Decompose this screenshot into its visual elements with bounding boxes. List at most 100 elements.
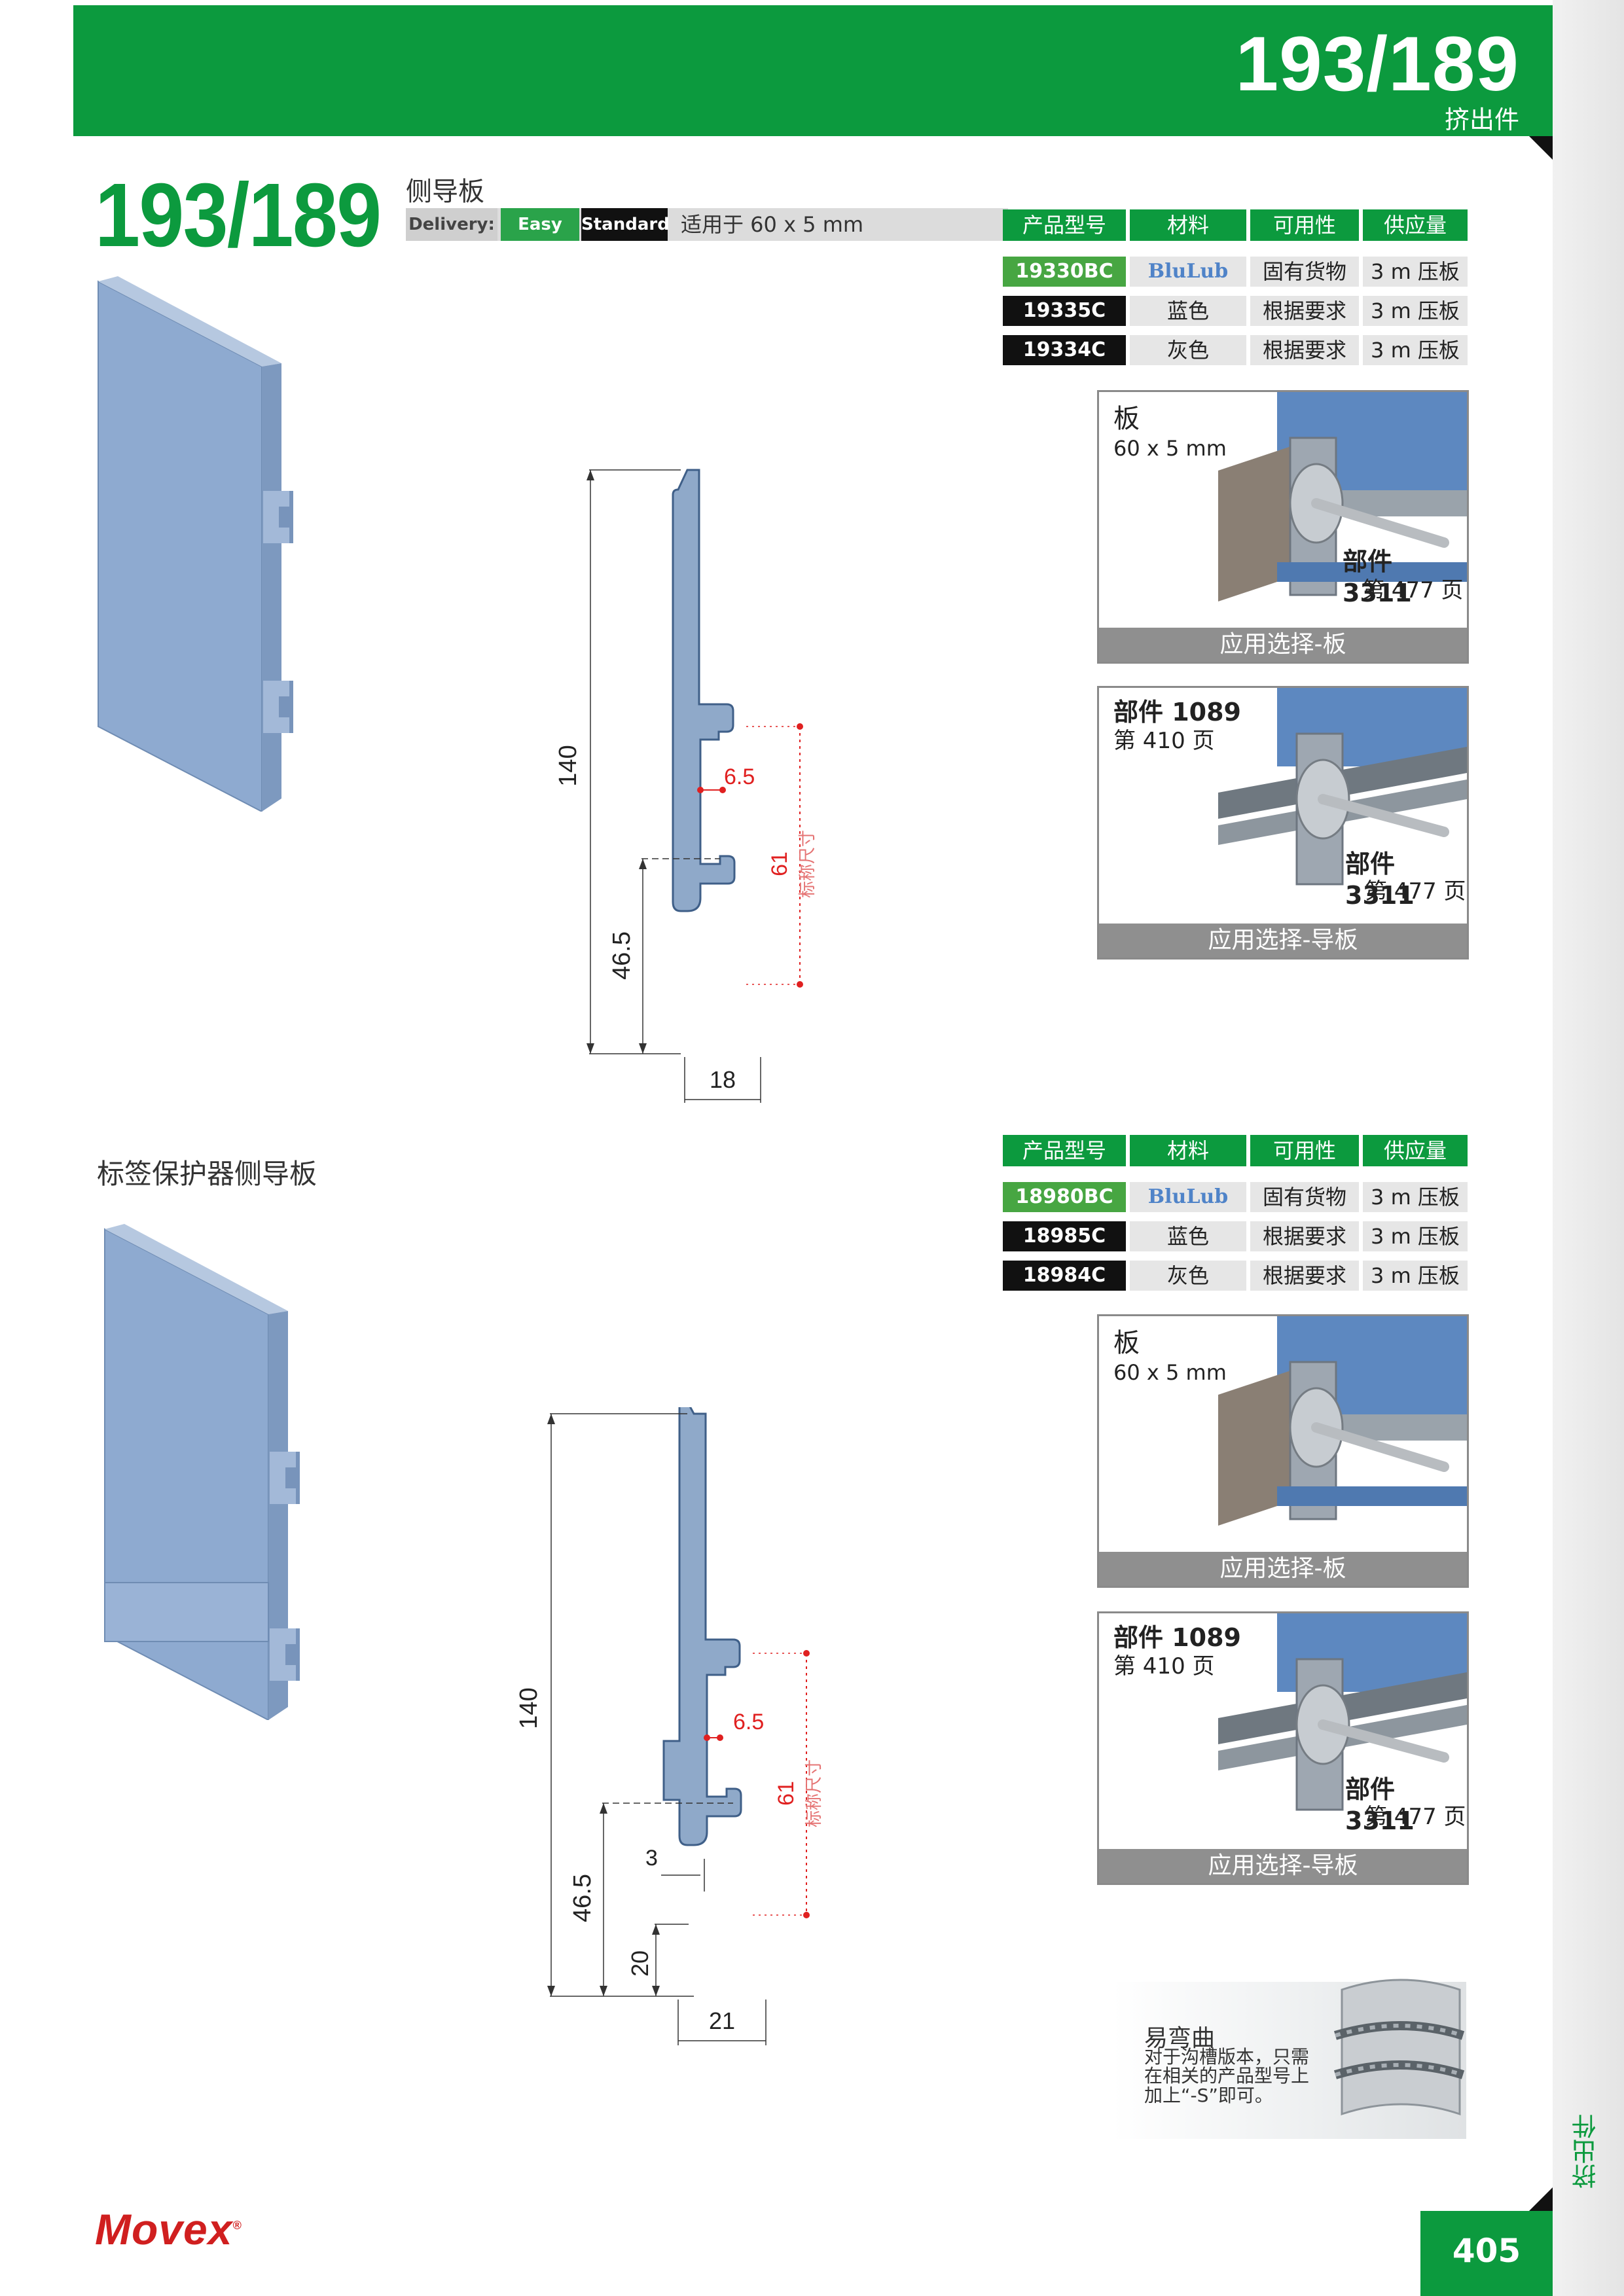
dim-ledge-label: 20	[626, 1950, 653, 1977]
delivery-standard-badge: Standard	[581, 208, 670, 241]
main-title: 193/189	[95, 165, 382, 266]
header-code: 193/189	[1235, 21, 1519, 107]
row-material-blulub: BluLub	[1130, 257, 1246, 287]
row-supply: 3 m 压板	[1363, 335, 1468, 365]
row-supply: 3 m 压板	[1363, 296, 1468, 326]
side-rail	[1553, 0, 1624, 2296]
row-availability: 固有货物	[1250, 257, 1359, 287]
profile-drawing-1: 140 46.5 18 61 标称尺寸 6.5	[554, 469, 817, 1103]
dim-lower-label: 46.5	[608, 931, 636, 980]
row-supply: 3 m 压板	[1363, 1182, 1468, 1212]
application-box-guide: 部件 1089 第 410 页 部件 3311 第 477 页 应用选择-导板	[1097, 686, 1469, 960]
row-code: 19330BC	[1003, 257, 1126, 287]
dim-height-label: 140	[554, 745, 582, 786]
header-corner	[1529, 136, 1553, 160]
dim-width-label: 18	[710, 1066, 736, 1093]
application-box-plate: 板 60 x 5 mm 应用选择-板	[1097, 1314, 1469, 1588]
dim-groove-label: 6.5	[724, 764, 755, 789]
product-3d-image-2	[104, 1224, 300, 1720]
row-supply: 3 m 压板	[1363, 1261, 1468, 1291]
app-plate-spec: 60 x 5 mm	[1113, 436, 1227, 461]
dim-groove-label: 6.5	[733, 1710, 764, 1734]
dim-width-label: 21	[709, 2007, 735, 2034]
app-caption: 应用选择-导板	[1099, 924, 1467, 958]
row-code: 18980BC	[1003, 1182, 1126, 1212]
app-caption: 应用选择-导板	[1099, 1849, 1467, 1883]
row-material: 灰色	[1130, 1261, 1246, 1291]
profile-drawing-2: 140 46.5 3 20 21 61 标称尺寸 6.5	[517, 1407, 823, 2045]
side-label: 挤出件	[1572, 2114, 1600, 2189]
app-part2: 部件 3311	[1345, 1775, 1415, 1835]
bend-illustration	[1333, 1979, 1465, 2116]
th-supply: 供应量	[1363, 209, 1468, 241]
delivery-easy-badge: Easy	[501, 208, 579, 241]
app-page1: 第 410 页	[1113, 1653, 1215, 1679]
section2-title: 标签保护器侧导板	[97, 1158, 317, 1190]
app-page1: 第 410 页	[1113, 728, 1215, 754]
th-material: 材料	[1130, 209, 1246, 241]
app-page2: 第 477 页	[1365, 878, 1466, 905]
row-code: 18985C	[1003, 1221, 1126, 1251]
plate-application-illustration	[1218, 392, 1467, 601]
row-code: 19334C	[1003, 335, 1126, 365]
delivery-fit-text: 适用于 60 x 5 mm	[681, 212, 864, 237]
app-part2: 部件 3311	[1345, 850, 1415, 910]
dim-nominal-label: 61	[774, 1781, 799, 1806]
row-supply: 3 m 压板	[1363, 1221, 1468, 1251]
app-plate-title: 板	[1113, 1328, 1140, 1358]
movex-logo: Movex®	[95, 2204, 242, 2254]
app-part-label: 部件 3311	[1343, 547, 1412, 607]
row-code: 19335C	[1003, 296, 1126, 326]
bend-text: 对于沟槽版本，只需在相关的产品型号上加上“-S”即可。	[1144, 2046, 1310, 2106]
section1-title: 侧导板	[406, 177, 484, 207]
app-plate-spec: 60 x 5 mm	[1113, 1360, 1227, 1385]
bend-title: 易弯曲	[1144, 2025, 1216, 2052]
product-3d-image-1	[98, 276, 293, 812]
row-availability: 固有货物	[1250, 1182, 1359, 1212]
header-subtitle: 挤出件	[1444, 105, 1519, 134]
row-material: 灰色	[1130, 335, 1246, 365]
app-plate-title: 板	[1113, 404, 1140, 434]
delivery-strip: Delivery: Easy Standard 适用于 60 x 5 mm	[406, 208, 1008, 241]
row-material: 蓝色	[1130, 296, 1246, 326]
dim-step-label: 3	[645, 1846, 658, 1871]
spec-table-2: 产品型号 材料 可用性 供应量 18980BC BluLub 固有货物 3 m …	[1003, 1135, 1468, 1331]
row-supply: 3 m 压板	[1363, 257, 1468, 287]
app-page2: 第 477 页	[1365, 1804, 1466, 1830]
app-page-label: 第 477 页	[1362, 577, 1464, 603]
row-availability: 根据要求	[1250, 296, 1359, 326]
guide-application-illustration	[1218, 1613, 1467, 1811]
dim-nominal-note: 标称尺寸	[797, 830, 817, 898]
dim-lower-label: 46.5	[569, 1874, 596, 1922]
th-code: 产品型号	[1003, 1135, 1126, 1166]
row-material-blulub: BluLub	[1130, 1182, 1246, 1212]
page-number: 405	[1452, 2232, 1521, 2270]
dim-nominal-note: 标称尺寸	[804, 1759, 823, 1827]
application-box-guide: 部件 1089 第 410 页 部件 3311 第 477 页 应用选择-导板	[1097, 1611, 1469, 1885]
th-code: 产品型号	[1003, 209, 1126, 241]
row-availability: 根据要求	[1250, 1261, 1359, 1291]
guide-application-illustration	[1218, 688, 1467, 886]
app-part1: 部件 1089	[1113, 698, 1241, 726]
plate-application-illustration	[1218, 1316, 1467, 1526]
row-availability: 根据要求	[1250, 335, 1359, 365]
row-code: 18984C	[1003, 1261, 1126, 1291]
page-number-box	[1420, 2211, 1553, 2296]
th-supply: 供应量	[1363, 1135, 1468, 1166]
app-caption: 应用选择-板	[1099, 1552, 1467, 1586]
row-material: 蓝色	[1130, 1221, 1246, 1251]
app-caption: 应用选择-板	[1099, 628, 1467, 662]
th-material: 材料	[1130, 1135, 1246, 1166]
logo-registered-mark: ®	[232, 2219, 242, 2232]
footer-corner	[1529, 2187, 1553, 2211]
row-availability: 根据要求	[1250, 1221, 1359, 1251]
th-availability: 可用性	[1250, 1135, 1359, 1166]
dim-height-label: 140	[517, 1687, 543, 1729]
logo-text: Movex	[95, 2205, 233, 2253]
dim-nominal-label: 61	[767, 852, 792, 876]
application-box-plate: 板 60 x 5 mm 部件 3311 第 477 页 应用选择-板	[1097, 390, 1469, 664]
spec-table-1: 产品型号 材料 可用性 供应量 19330BC BluLub 固有货物 3 m …	[1003, 209, 1468, 406]
app-part1: 部件 1089	[1113, 1623, 1241, 1652]
th-availability: 可用性	[1250, 209, 1359, 241]
delivery-label: Delivery:	[406, 208, 497, 241]
